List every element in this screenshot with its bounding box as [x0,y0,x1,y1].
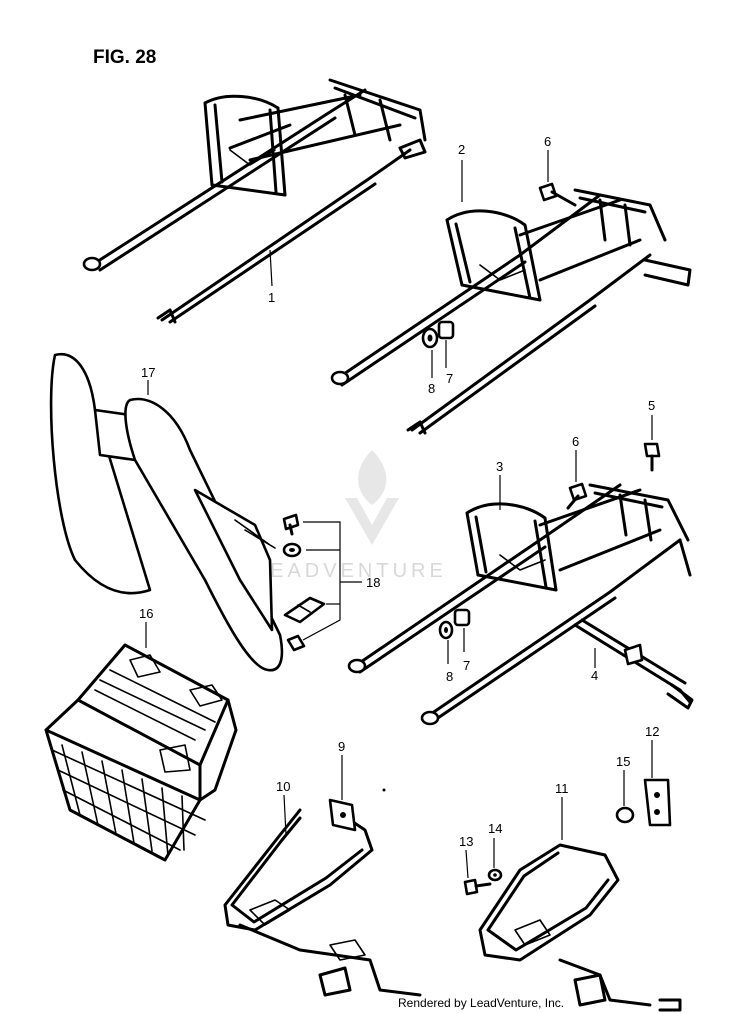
washer-8-lower [438,620,454,640]
callout-18: 18 [366,575,380,590]
callout-8-upper: 8 [428,381,435,396]
figure-label: FIG. 28 [93,47,156,68]
washer-14 [487,868,503,882]
footer-credit: Rendered by LeadVenture, Inc. [398,996,565,1010]
callout-2: 2 [458,142,465,157]
rear-carrier-1 [82,78,427,324]
callout-6-lower: 6 [572,434,579,449]
callout-6-upper: 6 [544,134,551,149]
washer-8-upper [421,327,439,349]
callout-12: 12 [645,724,659,739]
footrest-10 [223,808,422,997]
callout-15: 15 [616,754,630,769]
stray-dot [382,788,386,792]
bolt-13 [463,878,492,896]
callout-9: 9 [338,739,345,754]
callout-11: 11 [555,781,569,796]
callout-3: 3 [496,459,503,474]
bracket-12 [643,778,672,827]
callout-10: 10 [276,779,290,794]
bolt-6-lower [566,482,588,510]
callout-16: 16 [139,606,153,621]
rear-carrier-2 [330,188,692,435]
callout-7-lower: 7 [463,658,470,673]
callout-7-upper: 7 [446,371,453,386]
collar-7-upper [437,320,455,340]
front-basket-16 [44,643,238,862]
callout-5: 5 [648,398,655,413]
callout-8-lower: 8 [446,669,453,684]
bolt-6-upper [538,182,577,207]
collar-7-lower [453,608,471,627]
bolt-5 [643,442,661,472]
footrest-11 [478,843,682,1012]
callout-17: 17 [141,365,155,380]
callout-14: 14 [488,821,502,836]
callout-13: 13 [459,834,473,849]
support-stay-4 [573,618,694,710]
leadventure-watermark-logo [345,450,399,545]
front-fender-17 [49,352,284,672]
callout-4: 4 [591,668,598,683]
bracket-9 [328,798,357,832]
callout-1: 1 [268,290,275,305]
rear-carrier-3 [347,483,692,726]
nut-15 [615,806,635,824]
watermark-text: LEADVENTURE [255,560,447,582]
fender-fittings-18 [282,513,326,652]
